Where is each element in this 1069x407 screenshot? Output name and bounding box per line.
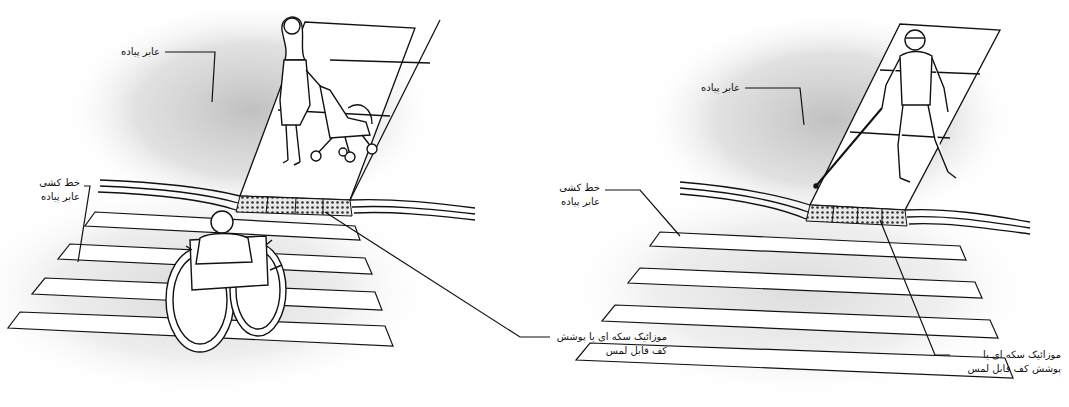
callout-label: موزائیک سکه ای یا پوشش کف قابل لمس	[555, 330, 667, 357]
wheelchair-user	[166, 211, 286, 352]
leader-lines	[605, 88, 950, 355]
curb-lines	[680, 182, 1030, 234]
tactile-paving	[236, 196, 352, 216]
tactile-paving	[806, 205, 907, 226]
crosswalk-stripes	[576, 232, 1013, 378]
leader-lines	[78, 52, 550, 337]
callout-label: عابر پیاده	[680, 81, 740, 95]
callout-label: خط کشی عابر پیاده	[542, 181, 600, 208]
ground-shade	[0, 0, 1040, 400]
sidewalk-ramp	[240, 20, 440, 200]
crosswalk-stripes	[8, 212, 393, 346]
callout-label: عابر پیاده	[100, 45, 160, 59]
blind-pedestrian	[814, 30, 956, 188]
callout-label: خط کشی عابر پیاده	[22, 176, 80, 203]
woman-with-stroller	[280, 17, 377, 165]
curb-lines	[98, 180, 475, 220]
callout-label: موزائیک سکه ای یا پوشش کف قابل لمس	[953, 348, 1061, 375]
sidewalk-ramp	[810, 24, 1000, 210]
